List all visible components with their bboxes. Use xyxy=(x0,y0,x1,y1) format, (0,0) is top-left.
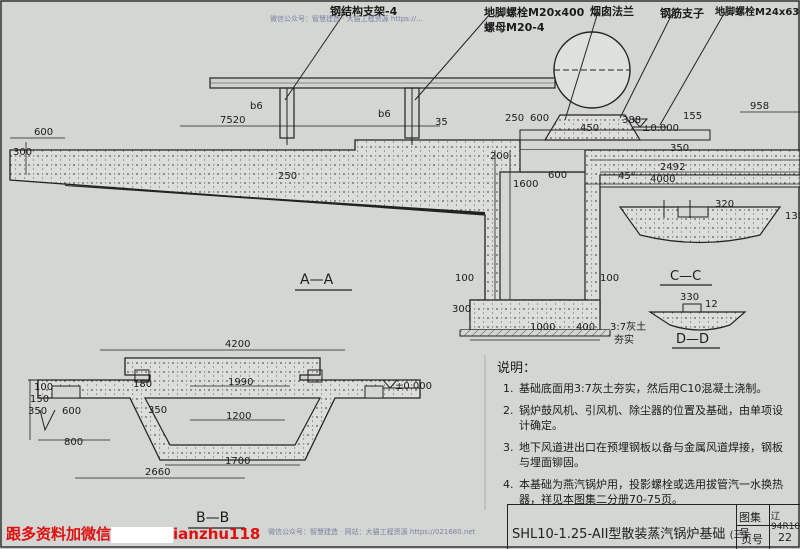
dim: 350 xyxy=(28,406,48,417)
note-item: 2. 锅炉鼓风机、引风机、除尘器的位置及基础，由单项设计确定。 xyxy=(497,403,787,433)
dim: 155 xyxy=(683,111,703,122)
dim: 250 xyxy=(278,171,298,182)
dim: 350 xyxy=(670,143,690,154)
section-label-aa: A—A xyxy=(300,272,334,288)
dim: 600 xyxy=(34,127,54,138)
note-item: 1. 基础底面用3:7灰土夯实，然后用C10混凝土浇制。 xyxy=(497,381,787,396)
dim: 7520 xyxy=(220,115,246,126)
note-number: 1. xyxy=(503,382,514,395)
dim: 4200 xyxy=(225,339,251,350)
dim: 300 xyxy=(13,147,33,158)
annotation-frame-support: 钢结构支架-4 xyxy=(330,5,398,18)
note-text: 本基础为燕汽锅炉用，投影螺栓或选用拔管汽一水换热器，祥见本图集二分册70-75页… xyxy=(519,478,783,506)
dim: 300 xyxy=(452,304,472,315)
note-text: 锅炉鼓风机、引风机、除尘器的位置及基础，由单项设计确定。 xyxy=(519,404,783,432)
dim: 330 xyxy=(680,292,700,303)
note-item: 3. 地下风道进出口在预埋钢板以备与金属风道焊接，钢板与埋面铆固。 xyxy=(497,440,787,470)
cc-detail xyxy=(618,206,782,244)
section-label-bb: B—B xyxy=(196,510,230,526)
promo-right: ianzhu118 xyxy=(173,525,261,543)
dim: 600 xyxy=(530,113,550,124)
note-text: 基础底面用3:7灰土夯实，然后用C10混凝土浇制。 xyxy=(519,382,768,395)
watermark-bottom: 微信公众号：智慧建造 · 网站：大猫工程资源 https://021680.ne… xyxy=(268,528,476,536)
dim: 100 xyxy=(600,273,620,284)
promo-text: 跟多资料加微信 ianzhu118 xyxy=(6,523,260,544)
notes-heading: 说明： xyxy=(497,361,537,376)
promo-blank xyxy=(111,526,174,543)
dim: 45° xyxy=(618,171,636,182)
dim: 600 xyxy=(548,170,568,181)
drawing-title: SHL10-1.25-AII型散装蒸汽锅炉基础 (三) xyxy=(512,523,747,542)
dim: 1990 xyxy=(228,377,254,388)
section-label-dd: D—D xyxy=(676,332,710,347)
dim: 35 xyxy=(435,117,448,128)
soil-label: 夯实 xyxy=(614,335,634,346)
dim: 400 xyxy=(576,322,596,333)
title-sub: (三) xyxy=(729,530,748,541)
note-text: 地下风道进出口在预埋钢板以备与金属风道焊接，钢板与埋面铆固。 xyxy=(519,441,783,469)
dim: 100 xyxy=(34,382,54,393)
annotation-anchor-bolt-2: 地脚螺栓M24x630 xyxy=(715,7,800,18)
dim: 4000 xyxy=(650,174,676,185)
dim: 388 xyxy=(622,115,642,126)
dim: 1000 xyxy=(530,322,556,333)
note-item: 4. 本基础为燕汽锅炉用，投影螺栓或选用拔管汽一水换热器，祥见本图集二分册70-7… xyxy=(497,477,787,507)
note-number: 3. xyxy=(503,441,514,454)
dim: 180 xyxy=(133,379,153,390)
dim: 2492 xyxy=(660,162,686,173)
dim: 958 xyxy=(750,101,770,112)
annotation-anchor-bolt-1: 地脚螺栓M20x400 xyxy=(484,6,585,19)
page-label: 页号 xyxy=(736,526,769,549)
title-text: SHL10-1.25-AII型散装蒸汽锅炉基础 xyxy=(512,527,726,542)
atlas-value: 辽94R101 xyxy=(769,505,800,532)
dim: b6 xyxy=(250,101,263,112)
section-label-cc: C—C xyxy=(670,269,702,284)
dim: 250 xyxy=(505,113,525,124)
dim: 150 xyxy=(30,394,50,405)
dim: 200 xyxy=(490,151,510,162)
dim: ±0.000 xyxy=(642,123,680,134)
dim: 1600 xyxy=(513,179,539,190)
dim: b6 xyxy=(378,109,391,120)
dim: 2660 xyxy=(145,467,171,478)
annotation-nut: 螺母M20-4 xyxy=(484,21,545,34)
dim: 450 xyxy=(580,123,600,134)
note-number: 2. xyxy=(503,404,514,417)
dim: 1700 xyxy=(225,456,251,467)
atlas-label: 图集号 xyxy=(736,505,769,540)
dim: 12 xyxy=(705,299,718,310)
promo-left: 跟多资料加微信 xyxy=(6,525,112,543)
page-value: 22 xyxy=(769,526,800,549)
soil-label: 3:7灰土 xyxy=(610,322,647,333)
dim: 100 xyxy=(455,273,475,284)
dd-detail xyxy=(647,311,747,331)
dim: 800 xyxy=(64,437,84,448)
notes-block: 说明： 1. 基础底面用3:7灰土夯实，然后用C10混凝土浇制。 2. 锅炉鼓风机、… xyxy=(497,362,787,514)
dim: 1200 xyxy=(226,411,252,422)
watermark-top: 微信公众号：智慧建造 · 大猫工程资源 https://... xyxy=(270,15,423,23)
note-number: 4. xyxy=(503,478,514,491)
dim: 600 xyxy=(62,406,82,417)
annotation-steel-bracket: 钢筋支子 xyxy=(660,7,704,20)
dim: ±0.000 xyxy=(395,381,433,392)
dim: 130 xyxy=(785,211,800,222)
title-block: SHL10-1.25-AII型散装蒸汽锅炉基础 (三) 图集号 辽94R101 … xyxy=(507,504,800,549)
dim: 320 xyxy=(715,199,735,210)
annotation-flange: 烟囱法兰 xyxy=(590,5,634,18)
dim: 350 xyxy=(148,405,168,416)
